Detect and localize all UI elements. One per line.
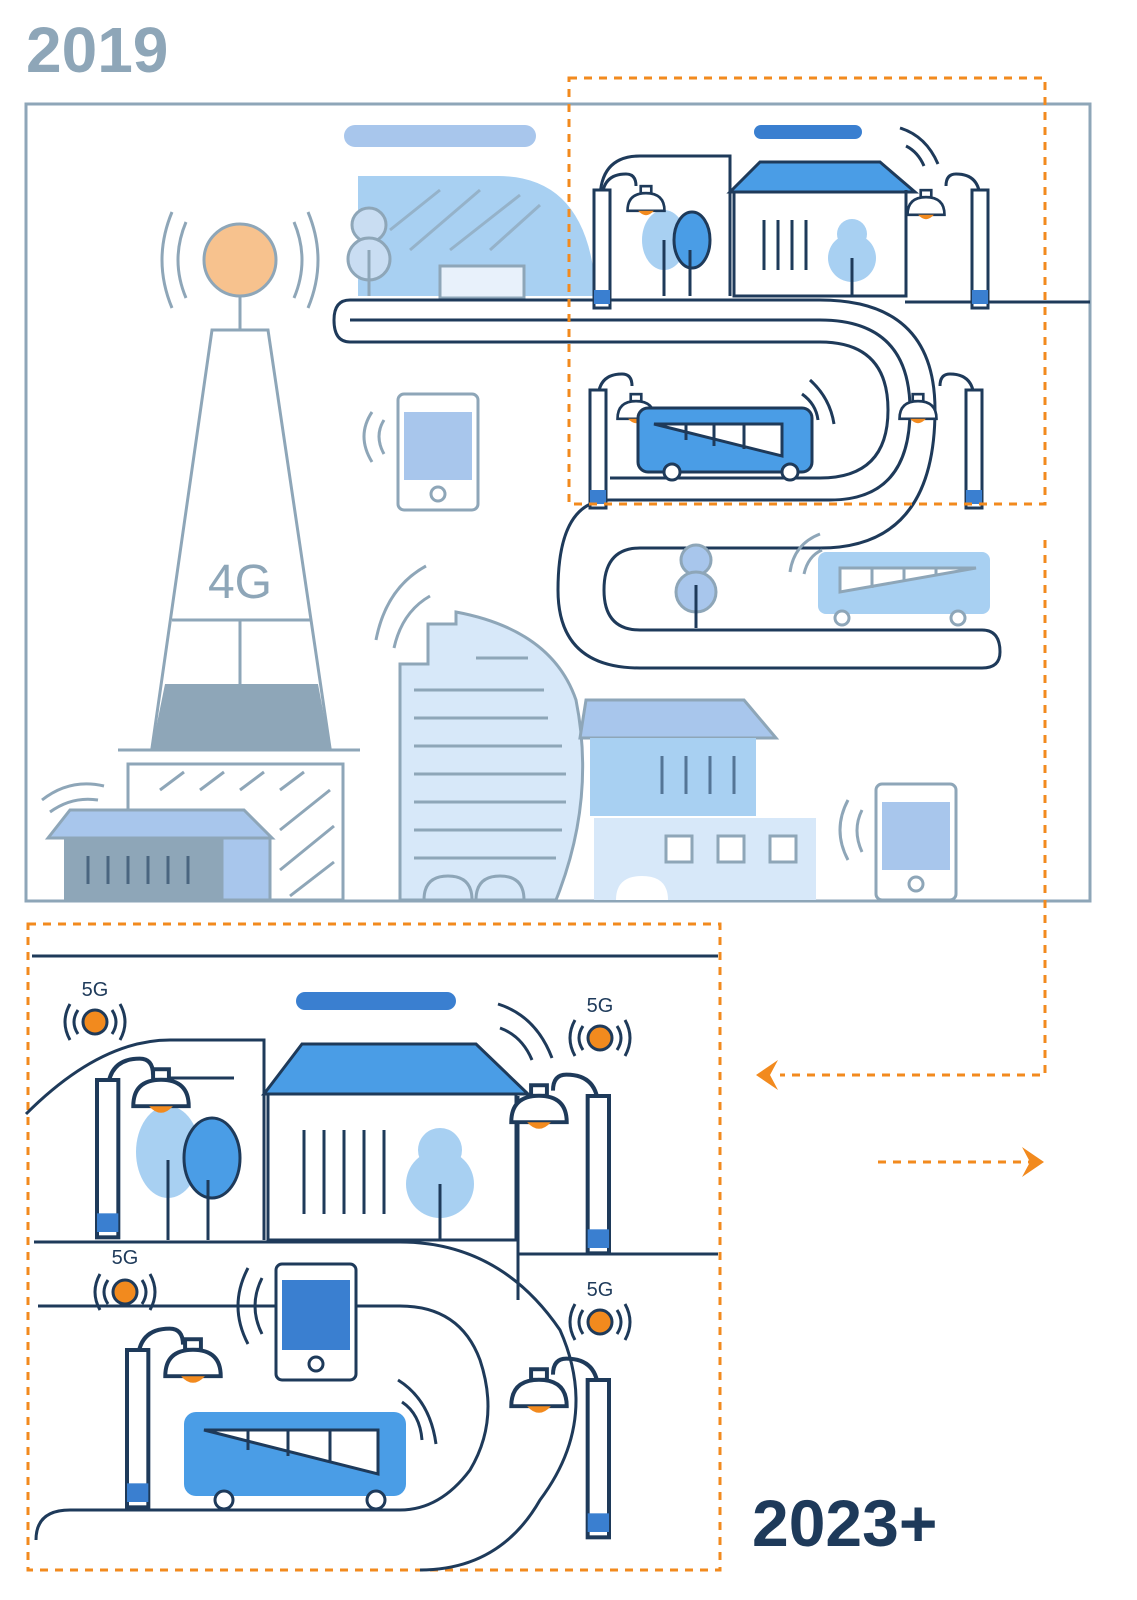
panel-2023: 5G 5G 5G 5G	[24, 922, 722, 1572]
road	[332, 298, 1090, 670]
year-2019-label: 2019	[26, 14, 169, 86]
street-lamp-icon	[511, 1075, 609, 1254]
building-icon	[41, 782, 276, 902]
tree-icon	[674, 543, 718, 628]
building-icon	[578, 698, 816, 900]
small-cell-antenna-icon: 5G	[568, 1279, 632, 1341]
panel-2019: 4G	[24, 102, 1092, 903]
year-2023-label: 2023+	[752, 1486, 938, 1560]
antenna-label: 5G	[112, 1247, 139, 1269]
smartphone-icon	[236, 1262, 358, 1382]
arrow-icon	[756, 1060, 1044, 1177]
zoom-connector	[567, 76, 1047, 1164]
street-lamp-icon	[511, 1359, 609, 1538]
small-cell-antenna-icon: 5G	[63, 979, 127, 1041]
street-lamp-icon	[898, 372, 984, 510]
antenna-label: 5G	[587, 1279, 614, 1301]
small-cell-antenna-icon: 5G	[93, 1247, 157, 1311]
smartphone-icon	[362, 392, 480, 512]
smartphone-icon	[838, 782, 958, 902]
bus-icon	[636, 378, 836, 482]
antenna-label: 5G	[587, 995, 614, 1017]
small-cell-antenna-icon: 5G	[568, 995, 632, 1057]
tower-label: 4G	[208, 556, 272, 609]
bus-icon	[184, 1378, 438, 1511]
cell-tower-icon: 4G	[118, 211, 360, 902]
antenna-label: 5G	[82, 979, 109, 1001]
building-glass	[344, 125, 596, 300]
building-row-top	[598, 125, 940, 298]
bus-icon	[788, 532, 990, 627]
building-curved	[374, 564, 585, 902]
street-lamp-icon	[906, 172, 990, 310]
